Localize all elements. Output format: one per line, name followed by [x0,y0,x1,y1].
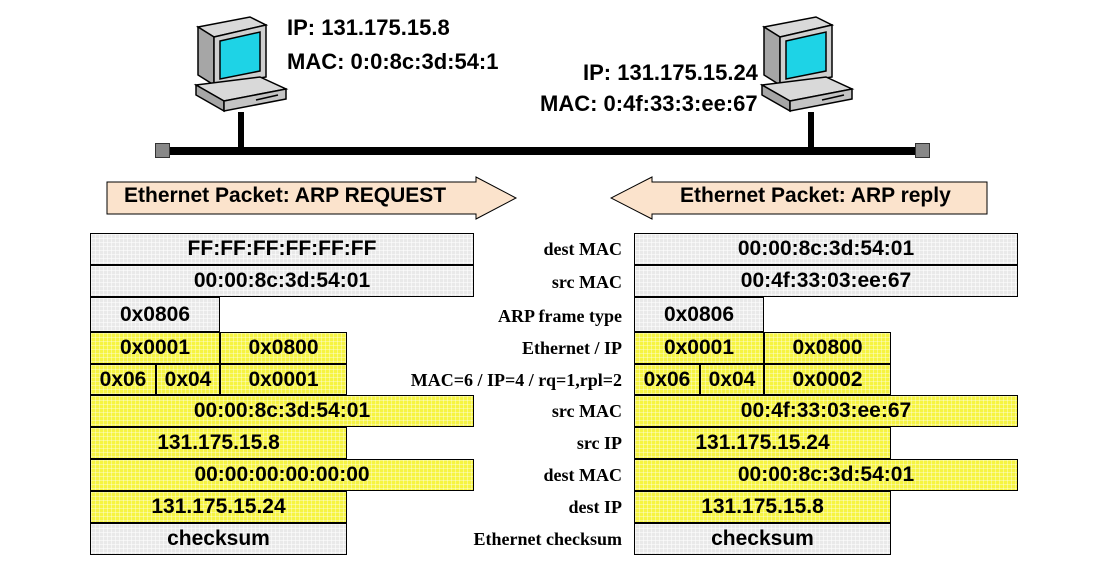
drop-cable-left [238,112,244,150]
request-sender-mac: 00:00:8c:3d:54:01 [90,395,474,427]
bus-terminator-right [915,143,930,158]
host-a-ip: IP: 131.175.15.8 [287,15,450,40]
reply-target-mac: 00:00:8c:3d:54:01 [634,459,1018,491]
label-checksum: Ethernet checksum [473,529,622,549]
reply-frame-type: 0x0806 [634,297,764,332]
request-checksum: checksum [90,523,347,555]
reply-sender-ip: 131.175.15.24 [634,427,891,459]
label-arp-src-ip: src IP [576,433,622,453]
reply-op: 0x0002 [764,364,891,395]
host-b-ip: IP: 131.175.15.24 [583,60,758,85]
drop-cable-right [808,112,814,150]
label-frame-type: ARP frame type [498,306,622,326]
reply-src-mac: 00:4f:33:03:ee:67 [634,265,1018,297]
reply-proto-type: 0x0800 [764,332,891,364]
request-frame-type: 0x0806 [90,297,220,332]
reply-hw-type: 0x0001 [634,332,764,364]
request-dest-mac: FF:FF:FF:FF:FF:FF [90,233,474,265]
reply-target-ip: 131.175.15.8 [634,491,891,523]
label-src-mac: src MAC [551,272,622,292]
request-op: 0x0001 [220,364,347,395]
request-target-ip: 131.175.15.24 [90,491,347,523]
host-a-mac: MAC: 0:0:8c:3d:54:1 [287,49,499,74]
request-proto-type: 0x0800 [220,332,347,364]
request-arrow-label: Ethernet Packet: ARP REQUEST [124,184,447,207]
reply-hw-len: 0x06 [634,364,700,395]
network-bus [168,147,918,155]
request-src-mac: 00:00:8c:3d:54:01 [90,265,474,297]
reply-dest-mac: 00:00:8c:3d:54:01 [634,233,1018,265]
reply-proto-len: 0x04 [700,364,764,395]
label-dest-mac: dest MAC [543,239,623,259]
label-eth-ip: Ethernet / IP [522,338,622,358]
computer-icon [193,16,289,113]
reply-checksum: checksum [634,523,891,555]
request-target-mac: 00:00:00:00:00:00 [90,459,474,491]
computer-icon [759,16,855,113]
label-arp-src-mac: src MAC [551,401,622,421]
request-hw-type: 0x0001 [90,332,220,364]
label-arp-dest-ip: dest IP [568,497,623,517]
request-arrow [106,176,518,220]
reply-arrow-label: Ethernet Packet: ARP reply [680,184,951,207]
request-hw-len: 0x06 [90,364,156,395]
host-b-mac: MAC: 0:4f:33:3:ee:67 [540,91,758,116]
bus-terminator-left [155,143,170,158]
reply-sender-mac: 00:4f:33:03:ee:67 [634,395,1018,427]
reply-arrow [610,176,988,220]
label-sizes-op: MAC=6 / IP=4 / rq=1,rpl=2 [410,370,622,390]
request-proto-len: 0x04 [156,364,220,395]
label-arp-dest-mac: dest MAC [543,465,623,485]
request-sender-ip: 131.175.15.8 [90,427,347,459]
